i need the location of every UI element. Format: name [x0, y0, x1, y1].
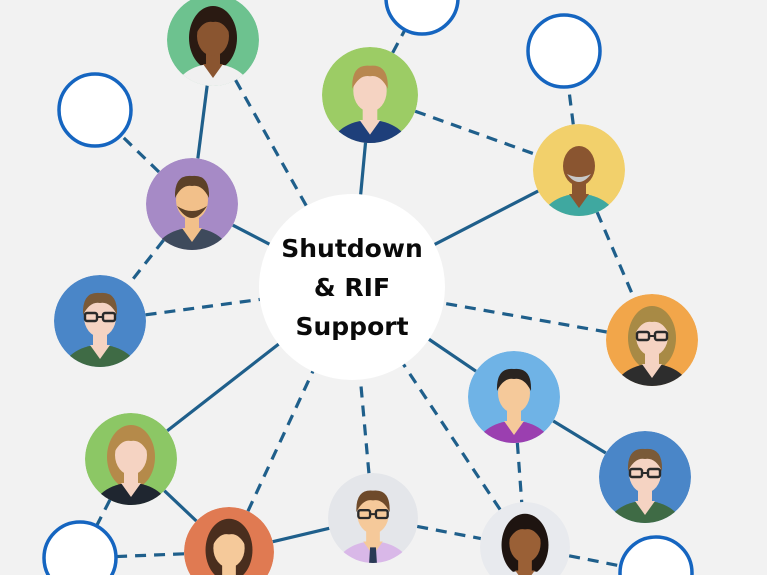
connector-dashed	[443, 301, 607, 334]
avatar-bald-man	[533, 124, 625, 216]
person-icon	[533, 124, 625, 216]
person-icon	[54, 275, 146, 367]
connector-dashed	[115, 552, 185, 559]
connector-solid	[272, 526, 330, 544]
connector-dashed	[119, 133, 161, 174]
avatar-man-suit	[322, 47, 418, 143]
avatar-woman-long-hair	[480, 502, 570, 575]
person-icon	[184, 507, 274, 575]
connector-solid	[552, 419, 607, 455]
connector-dashed	[145, 297, 261, 317]
open-node-circle	[384, 0, 460, 36]
connector-solid	[166, 342, 280, 433]
person-icon	[606, 294, 698, 386]
connector-solid	[196, 85, 209, 159]
connector-dashed	[566, 86, 575, 125]
connector-dashed	[391, 28, 407, 54]
avatar-woman-blonde	[85, 413, 177, 505]
connector-dashed	[358, 379, 371, 474]
hub-label-line-2: & RIF	[313, 272, 391, 302]
person-icon	[167, 0, 259, 86]
person-icon	[146, 158, 238, 250]
connector-dashed	[515, 442, 524, 503]
connector-solid	[359, 142, 368, 195]
connector-dashed	[568, 554, 622, 568]
avatar-man-glasses-tie	[328, 473, 418, 563]
person-icon	[322, 47, 418, 143]
avatar-woman-orange-bg	[184, 507, 274, 575]
connector-solid	[232, 223, 271, 246]
open-node-circle	[42, 520, 118, 575]
person-icon	[328, 473, 418, 563]
person-icon	[468, 351, 560, 443]
avatar-woman-dark-hair	[167, 0, 259, 86]
connector-dashed	[95, 499, 112, 527]
connector-dashed	[234, 79, 308, 207]
hub-circle	[259, 194, 445, 380]
avatar-woman-glasses	[606, 294, 698, 386]
avatar-bearded-man	[146, 158, 238, 250]
open-node-circle	[526, 13, 602, 89]
connector-dashed	[595, 211, 636, 299]
person-icon	[480, 502, 570, 575]
connector-dashed	[414, 109, 537, 156]
hub-label-line-1: Shutdown	[281, 233, 423, 263]
connector-dashed	[246, 370, 315, 512]
hub-label-line-3: Support	[295, 311, 409, 341]
connector-lines	[95, 28, 636, 568]
connector-dashed	[402, 363, 502, 511]
connector-dashed	[416, 524, 482, 541]
hub-label: Shutdown & RIF Support	[259, 194, 445, 380]
person-icon	[85, 413, 177, 505]
open-node-circle	[57, 72, 133, 148]
connector-solid	[163, 489, 198, 523]
avatar-man-glasses-left	[54, 275, 146, 367]
connector-dashed	[127, 239, 165, 286]
connector-solid	[428, 337, 477, 373]
avatar-woman-short-hair	[468, 351, 560, 443]
person-icon	[599, 431, 691, 523]
connector-solid	[433, 189, 539, 246]
open-nodes	[42, 0, 694, 575]
open-node-circle	[618, 535, 694, 575]
avatar-man-glasses-right	[599, 431, 691, 523]
